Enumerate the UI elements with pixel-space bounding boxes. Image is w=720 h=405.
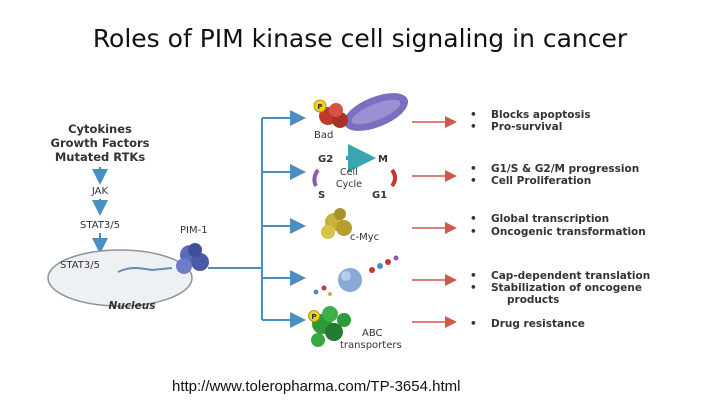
abc-label: ABC xyxy=(362,328,383,339)
abc-phospho-marker-icon xyxy=(308,310,320,322)
outcome-group-2: • G1/S & G2/M progression • Cell Prolife… xyxy=(470,163,639,187)
cycle-arrow-m-g1 xyxy=(390,168,397,188)
stat-cytoplasm-label: STAT3/5 xyxy=(80,220,120,231)
bullet: • xyxy=(470,270,477,282)
outcome-text: Pro-survival xyxy=(491,121,562,133)
bullet: • xyxy=(470,175,477,187)
abc-phospho-marker-label: P xyxy=(311,313,316,321)
cycle-center-cell: Cell xyxy=(340,167,358,178)
stat-nucleus-label: STAT3/5 xyxy=(60,260,100,271)
outcome-text: products xyxy=(507,294,559,306)
pim1-label: PIM-1 xyxy=(180,225,208,236)
bullet: • xyxy=(470,121,477,133)
outcome-text: Drug resistance xyxy=(491,318,585,330)
translation-complex-icon xyxy=(313,255,399,296)
upstream-label-growth-factors: Growth Factors xyxy=(51,136,150,150)
bullet: • xyxy=(470,109,477,121)
mitochondrion-icon xyxy=(343,93,409,131)
bullet: • xyxy=(470,163,477,175)
outcome-group-5: • Drug resistance xyxy=(470,318,585,330)
bullet: • xyxy=(470,213,477,225)
cycle-m-label: M xyxy=(378,154,388,165)
outcome-text: Stabilization of oncogene xyxy=(491,282,642,294)
outcome-text: G1/S & G2/M progression xyxy=(491,163,639,175)
nucleus-shape xyxy=(47,249,193,307)
c-myc-label: c-Myc xyxy=(350,232,379,243)
abc-label-transporters: transporters xyxy=(340,340,402,351)
source-url[interactable]: http://www.toleropharma.com/TP-3654.html xyxy=(172,378,461,395)
upstream-label-cytokines: Cytokines xyxy=(68,122,132,136)
phospho-marker-icon xyxy=(313,99,327,113)
bad-label: Bad xyxy=(314,130,333,141)
cycle-g2-label: G2 xyxy=(318,154,333,165)
dna-strand xyxy=(117,267,173,273)
upstream-label-mutated-rtks: Mutated RTKs xyxy=(55,150,146,164)
bullet: • xyxy=(470,318,477,330)
bullet: • xyxy=(470,282,477,294)
outcome-text: Global transcription xyxy=(491,213,609,225)
outcome-group-4: • Cap-dependent translation • Stabilizat… xyxy=(470,270,650,306)
outcome-group-1: • Blocks apoptosis • Pro-survival xyxy=(470,109,591,133)
outcome-text: Cap-dependent translation xyxy=(491,270,650,282)
outcome-text: Cell Proliferation xyxy=(491,175,591,187)
outcome-group-3: • Global transcription • Oncogenic trans… xyxy=(470,213,646,238)
c-myc-protein-icon xyxy=(321,208,352,239)
outcome-text: Oncogenic transformation xyxy=(491,226,646,238)
cycle-s-label: S xyxy=(318,190,325,201)
slide-title: Roles of PIM kinase cell signaling in ca… xyxy=(92,24,628,53)
phospho-marker-label: P xyxy=(317,103,322,111)
jak-label: JAK xyxy=(91,186,109,197)
nucleus-label: Nucleus xyxy=(109,300,156,312)
cycle-center-cycle: Cycle xyxy=(336,179,362,190)
cycle-arrow-s-g2 xyxy=(312,168,320,187)
outcome-text: Blocks apoptosis xyxy=(491,109,591,121)
bullet: • xyxy=(470,226,477,238)
pim1-protein-icon xyxy=(176,243,209,274)
bad-protein-icon xyxy=(319,103,348,128)
cycle-g1-label: G1 xyxy=(372,190,387,201)
